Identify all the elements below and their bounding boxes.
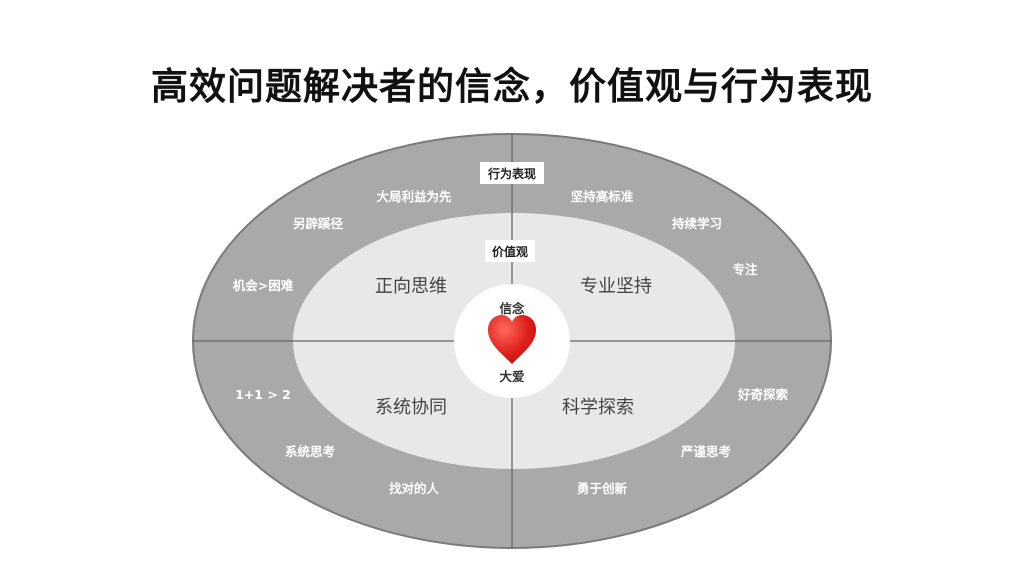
behavior-item: 1+1 > 2	[235, 387, 291, 402]
page-title: 高效问题解决者的信念，价值观与行为表现	[151, 65, 873, 108]
behavior-item: 勇于创新	[577, 481, 628, 496]
quadrant-professional-persistence: 专业坚持	[580, 276, 652, 297]
behavior-item: 找对的人	[389, 481, 440, 496]
values-label: 价值观	[492, 244, 528, 259]
behavior-item: 专注	[732, 262, 758, 277]
behavior-item: 另辟蹊径	[293, 216, 344, 231]
behavior-item: 严谨思考	[680, 444, 731, 459]
behavior-item: 大局利益为先	[376, 189, 452, 204]
behavior-label-box	[480, 162, 544, 184]
behavior-item: 系统思考	[285, 444, 335, 459]
love-label: 大爱	[499, 369, 525, 384]
behavior-item: 持续学习	[672, 216, 722, 231]
belief-label: 信念	[499, 301, 525, 316]
heart-icon	[488, 315, 536, 364]
quadrant-system-collaboration: 系统协同	[375, 397, 447, 418]
behavior-item: 机会>困难	[233, 278, 294, 293]
behavior-item: 坚持高标准	[571, 189, 634, 204]
quadrant-scientific-exploration: 科学探索	[562, 397, 634, 418]
behavior-label: 行为表现	[487, 166, 536, 181]
values-label-box	[485, 240, 535, 262]
behavior-item: 好奇探索	[737, 387, 789, 402]
quadrant-positive-thinking: 正向思维	[375, 276, 447, 297]
